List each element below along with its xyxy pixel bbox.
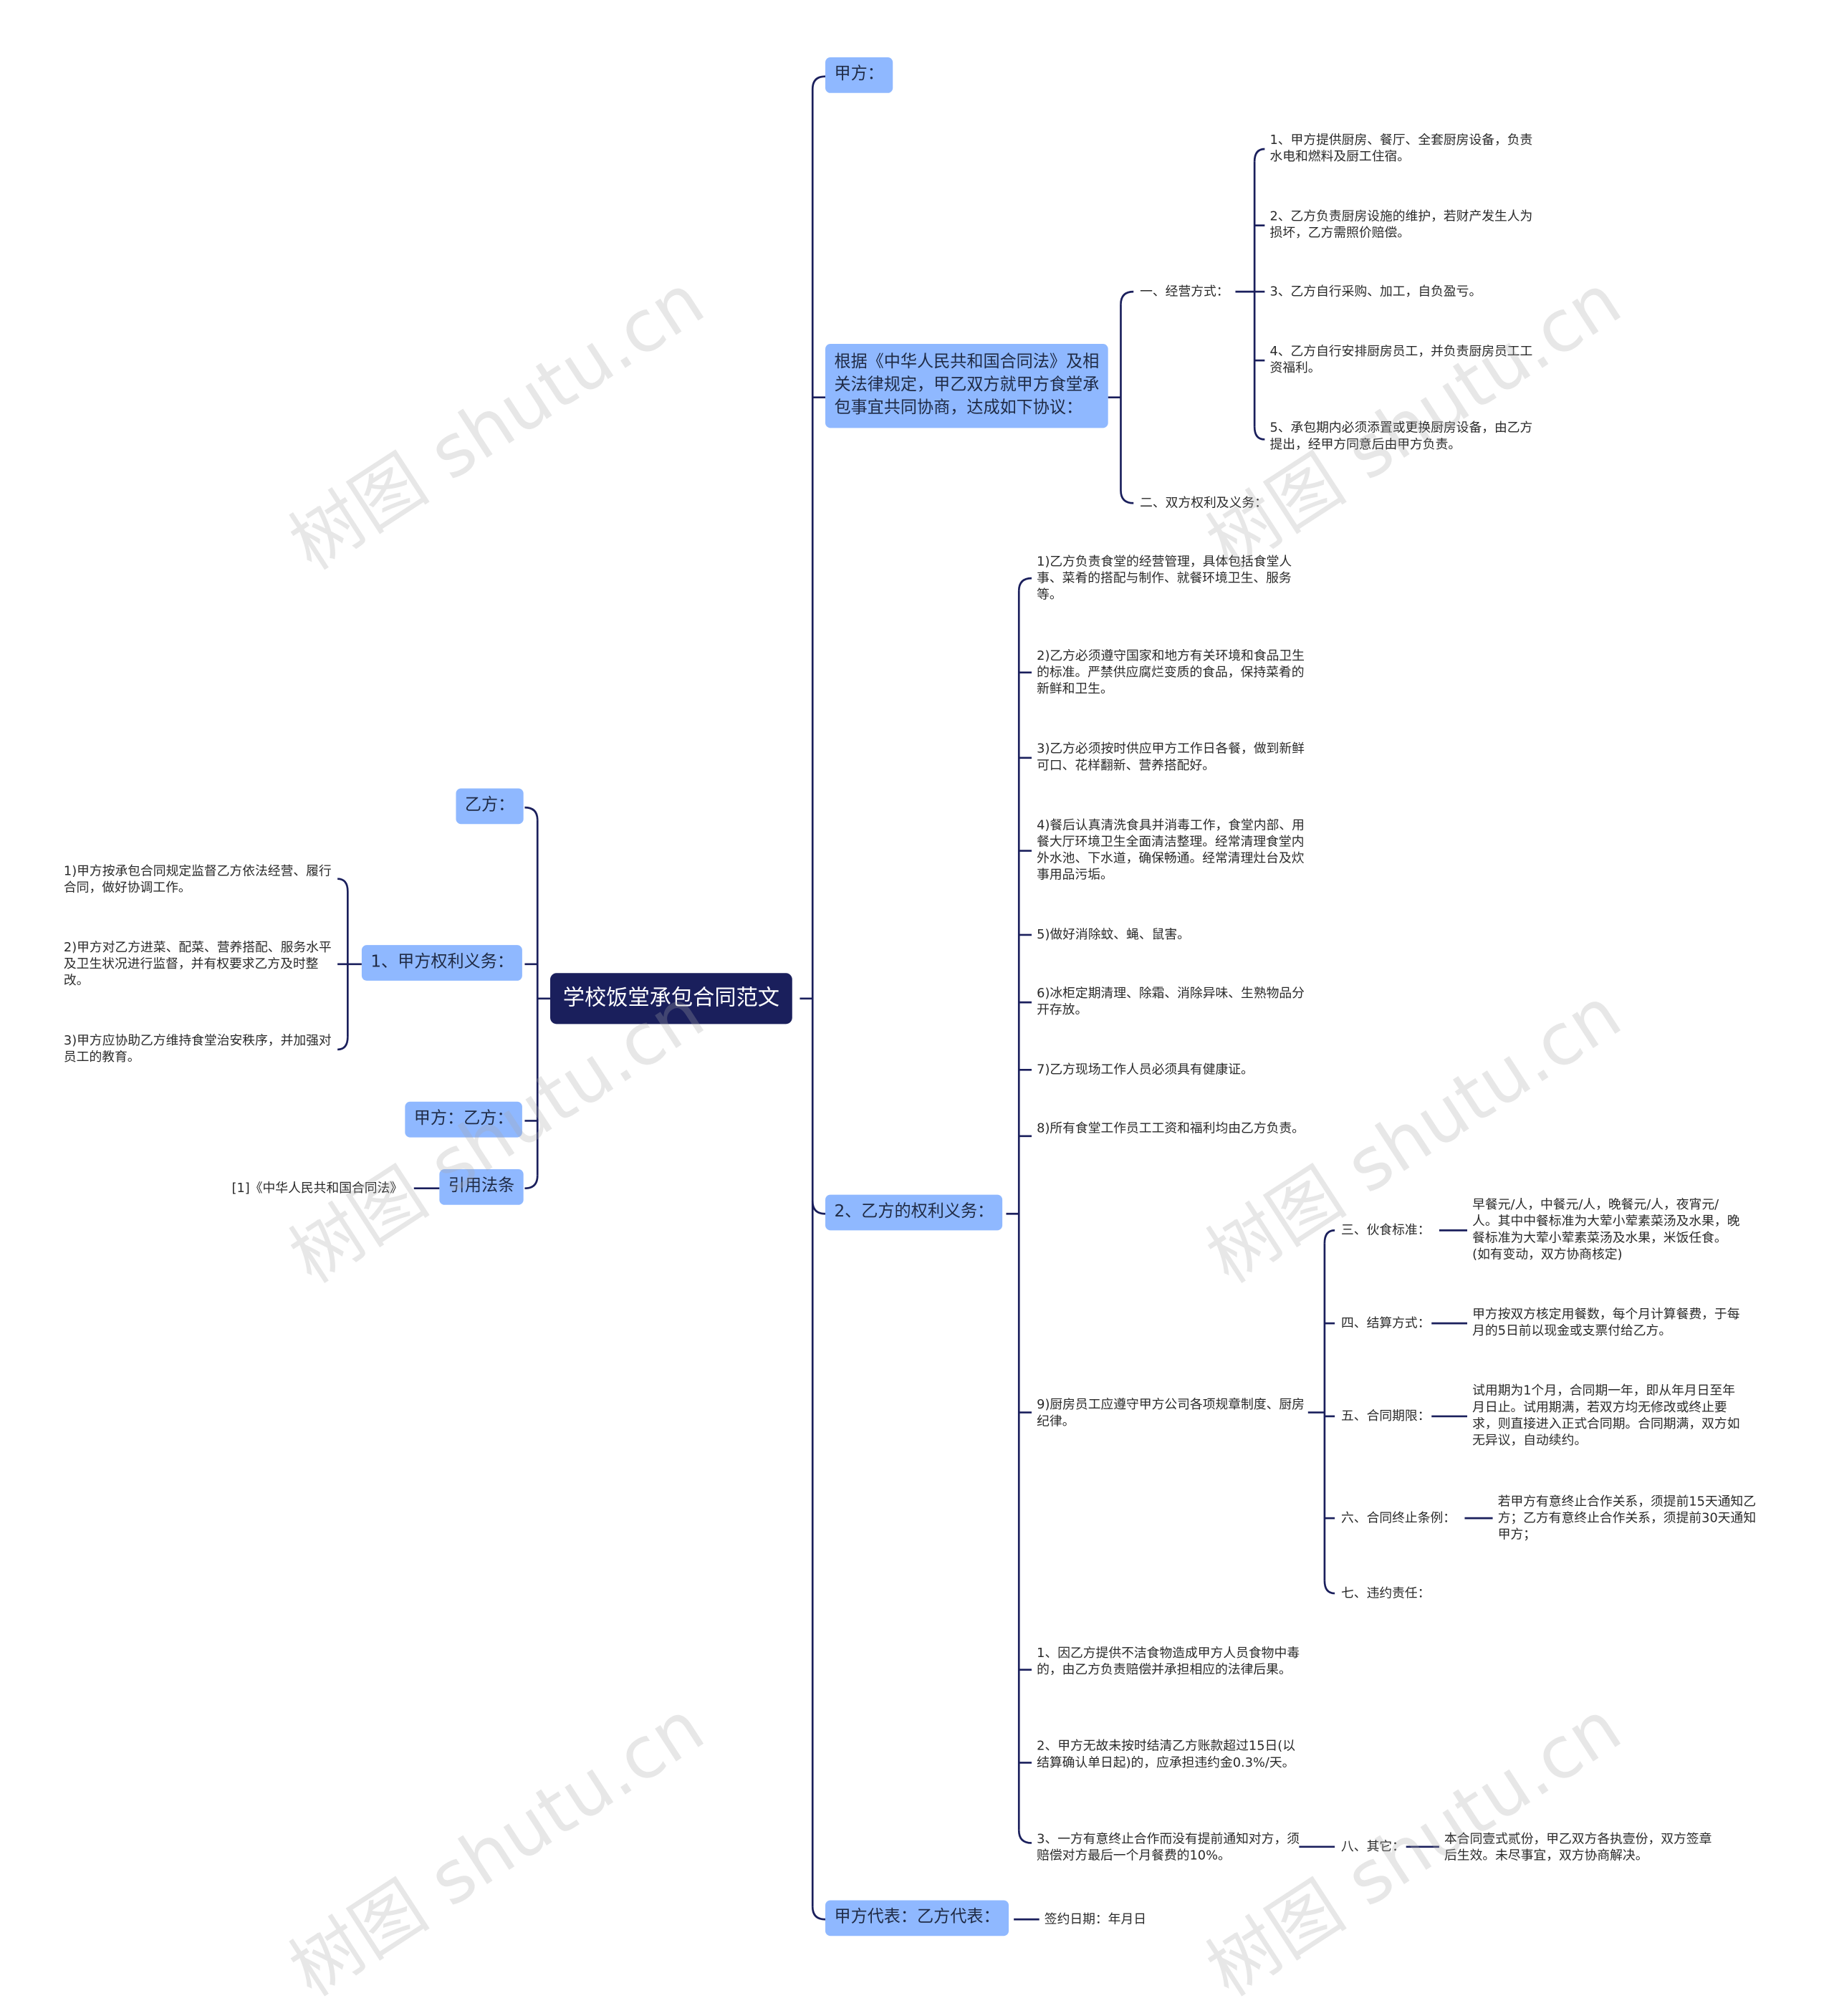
party-b-node[interactable]: 乙方： (456, 788, 524, 825)
operation-item-1[interactable]: 1、甲方提供厨房、餐厅、全套厨房设备，负责水电和燃料及厨工住宿。 (1269, 133, 1533, 165)
b-item-6[interactable]: 6)冰柜定期清理、除霜、消除异味、生熟物品分开存放。 (1037, 987, 1305, 1018)
term-text[interactable]: 试用期为1个月，合同期一年，即从年月日至年月日止。试用期满，若双方均无修改或终止… (1472, 1384, 1740, 1449)
b-item-4[interactable]: 4)餐后认真清洗食具并消毒工作，食堂内部、用餐大厅环境卫生全面清洁整理。经常清理… (1037, 819, 1305, 883)
operation-item-2[interactable]: 2、乙方负责厨房设施的维护，若财产发生人为损坏，乙方需照价赔偿。 (1269, 210, 1533, 241)
b-item-12[interactable]: 3、一方有意终止合作而没有提前通知对方，须赔偿对方最后一个月餐费的10%。 (1037, 1833, 1300, 1863)
meal-standard-text[interactable]: 早餐元/人，中餐元/人，晚餐元/人，夜宵元/人。其中中餐标准为大荤小荤素菜汤及水… (1472, 1198, 1740, 1262)
b-item-3[interactable]: 3)乙方必须按时供应甲方工作日各餐，做到新鲜可口、花样翻新、营养搭配好。 (1037, 742, 1305, 774)
b-item-10[interactable]: 1、因乙方提供不洁食物造成甲方人员食物中毒的，由乙方负责赔偿并承担相应的法律后果… (1037, 1646, 1300, 1678)
term-label[interactable]: 五、合同期限： (1341, 1410, 1431, 1424)
operation-item-4[interactable]: 4、乙方自行安排厨房员工，并负责厨房员工工资福利。 (1269, 345, 1533, 376)
b-item-2[interactable]: 2)乙方必须遵守国家和地方有关环境和食品卫生的标准。严禁供应腐烂变质的食品，保持… (1037, 649, 1305, 697)
representatives-node[interactable]: 甲方代表：乙方代表： (825, 1900, 1009, 1936)
a-item-2[interactable]: 2)甲方对乙方进菜、配菜、营养搭配、服务水平及卫生状况进行监督，并有权要求乙方及… (63, 941, 332, 989)
party-b-rights-node[interactable]: 2、乙方的权利义务： (825, 1194, 1003, 1231)
b-item-8[interactable]: 8)所有食堂工作员工工资和福利均由乙方负责。 (1037, 1122, 1305, 1136)
b-item-11[interactable]: 2、甲方无故未按时结清乙方账款超过15日(以结算确认单日起)的，应承担违约金0.… (1037, 1739, 1296, 1771)
other-label[interactable]: 八、其它： (1341, 1840, 1405, 1855)
operation-item-5[interactable]: 5、承包期内必须添置或更换厨房设备，由乙方提出，经甲方同意后由甲方负责。 (1269, 421, 1533, 453)
meal-standard-label[interactable]: 三、伙食标准： (1341, 1224, 1431, 1239)
a-item-1[interactable]: 1)甲方按承包合同规定监督乙方依法经营、履行合同，做好协调工作。 (63, 865, 332, 896)
termination-text[interactable]: 若甲方有意终止合作关系，须提前15天通知乙方；乙方有意终止合作关系，须提前30天… (1497, 1495, 1757, 1542)
settlement-label[interactable]: 四、结算方式： (1341, 1317, 1431, 1331)
b-item-5[interactable]: 5)做好消除蚊、蝇、鼠害。 (1037, 928, 1190, 943)
party-a-rights-node[interactable]: 1、甲方权利义务： (361, 945, 523, 981)
party-a-node[interactable]: 甲方： (825, 57, 893, 93)
citation-item[interactable]: [1]《中华人民共和国合同法》 (231, 1181, 403, 1196)
operation-item-3[interactable]: 3、乙方自行采购、加工，自负盈亏。 (1269, 285, 1482, 299)
a-item-3[interactable]: 3)甲方应协助乙方维持食堂治安秩序，并加强对员工的教育。 (63, 1034, 332, 1065)
operation-label[interactable]: 一、经营方式： (1140, 285, 1229, 299)
intro-node[interactable]: 根据《中华人民共和国合同法》及相关法律规定，甲乙双方就甲方食堂承包事宜共同协商，… (825, 344, 1108, 428)
b-item-9[interactable]: 9)厨房员工应遵守甲方公司各项规章制度、厨房纪律。 (1037, 1398, 1305, 1429)
root-node[interactable]: 学校饭堂承包合同范文 (550, 973, 792, 1024)
other-text[interactable]: 本合同壹式贰份，甲乙双方各执壹份，双方签章后生效。未尽事宜，双方协商解决。 (1444, 1833, 1712, 1863)
citation-node[interactable]: 引用法条 (439, 1169, 524, 1205)
parties-node[interactable]: 甲方：乙方： (405, 1101, 522, 1138)
b-item-7[interactable]: 7)乙方现场工作人员必须具有健康证。 (1037, 1063, 1254, 1078)
liability-label[interactable]: 七、违约责任： (1341, 1587, 1431, 1601)
termination-label[interactable]: 六、合同终止条例： (1341, 1512, 1456, 1526)
settlement-text[interactable]: 甲方按双方核定用餐数，每个月计算餐费，于每月的5日前以现金或支票付给乙方。 (1472, 1307, 1740, 1339)
b-item-1[interactable]: 1)乙方负责食堂的经营管理，具体包括食堂人事、菜肴的搭配与制作、就餐环境卫生、服… (1037, 555, 1292, 603)
rights-label[interactable]: 二、双方权利及义务： (1140, 496, 1267, 511)
sign-date-text[interactable]: 签约日期：年月日 (1044, 1913, 1147, 1927)
